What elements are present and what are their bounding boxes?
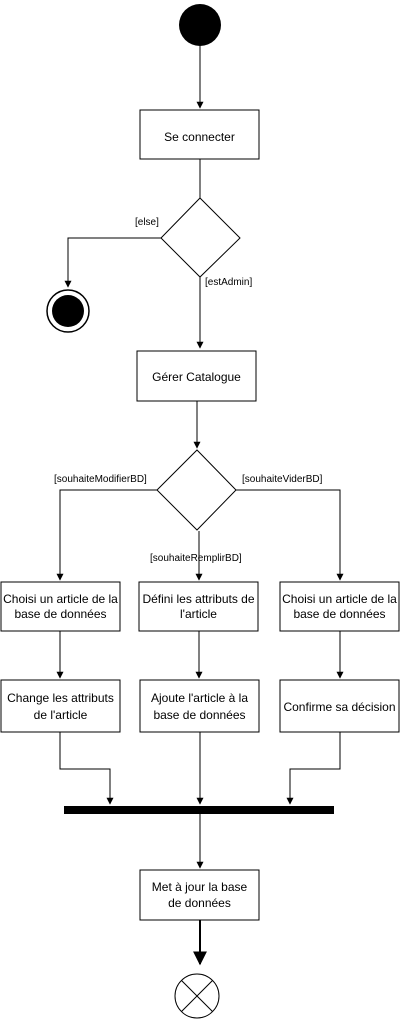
action-ajoute-article-label-l1: Ajoute l'article à la [151,691,248,705]
action-choisi-article-2-label-l1: Choisi un article de la [282,592,397,606]
edges [56,46,344,869]
action-met-a-jour-label-l2: de données [168,896,231,910]
edge-confirme-to-join [286,732,341,805]
initial-node [179,4,221,46]
action-choisi-article-1-label-l2: base de données [14,607,106,621]
action-defini-attributs-label-l2: l'article [180,607,217,621]
action-gerer-catalogue-label: Gérer Catalogue [152,370,241,384]
action-change-attributs-label-l2: de l'article [34,708,88,722]
action-met-a-jour-label-l1: Met à jour la base [152,880,248,894]
action-change-attributs-label-l1: Change les attributs [7,691,114,705]
guard-vider: [souhaiteViderBD] [242,474,323,485]
action-change-attributs [0,679,121,733]
decision-admin [160,197,241,278]
decision-action [156,449,237,531]
guard-remplir: [souhaiteRemplirBD] [150,553,242,564]
action-se-connecter [139,109,260,160]
action-defini-attributs-label-l1: Défini les attributs de [142,592,254,606]
action-choisi-article-1-label-l1: Choisi un article de la [3,592,118,606]
join-bar [64,806,334,814]
action-se-connecter-label: Se connecter [164,130,235,144]
edge-vider [236,489,344,581]
action-gerer-catalogue [136,350,257,402]
guard-else: [else] [135,217,159,228]
flow-final-cross-b [181,980,213,1012]
action-choisi-article-2-label-l2: base de données [293,607,385,621]
action-met-a-jour [139,869,260,921]
guard-modifier: [souhaiteModifierBD] [54,474,147,485]
action-choisi-article-2 [279,581,400,632]
edge-modifier [56,489,157,581]
action-confirme-decision [279,679,400,733]
guard-est-admin: [estAdmin] [205,277,252,288]
action-confirme-decision-label: Confirme sa décision [283,700,395,714]
activity-final-node-inner [52,295,84,327]
action-ajoute-article-label-l2: base de données [153,708,245,722]
action-choisi-article-1 [0,581,121,632]
edge-else [64,237,161,288]
edge-change-to-join [59,732,114,805]
action-ajoute-article [139,679,260,733]
action-defini-attributs [138,581,259,632]
